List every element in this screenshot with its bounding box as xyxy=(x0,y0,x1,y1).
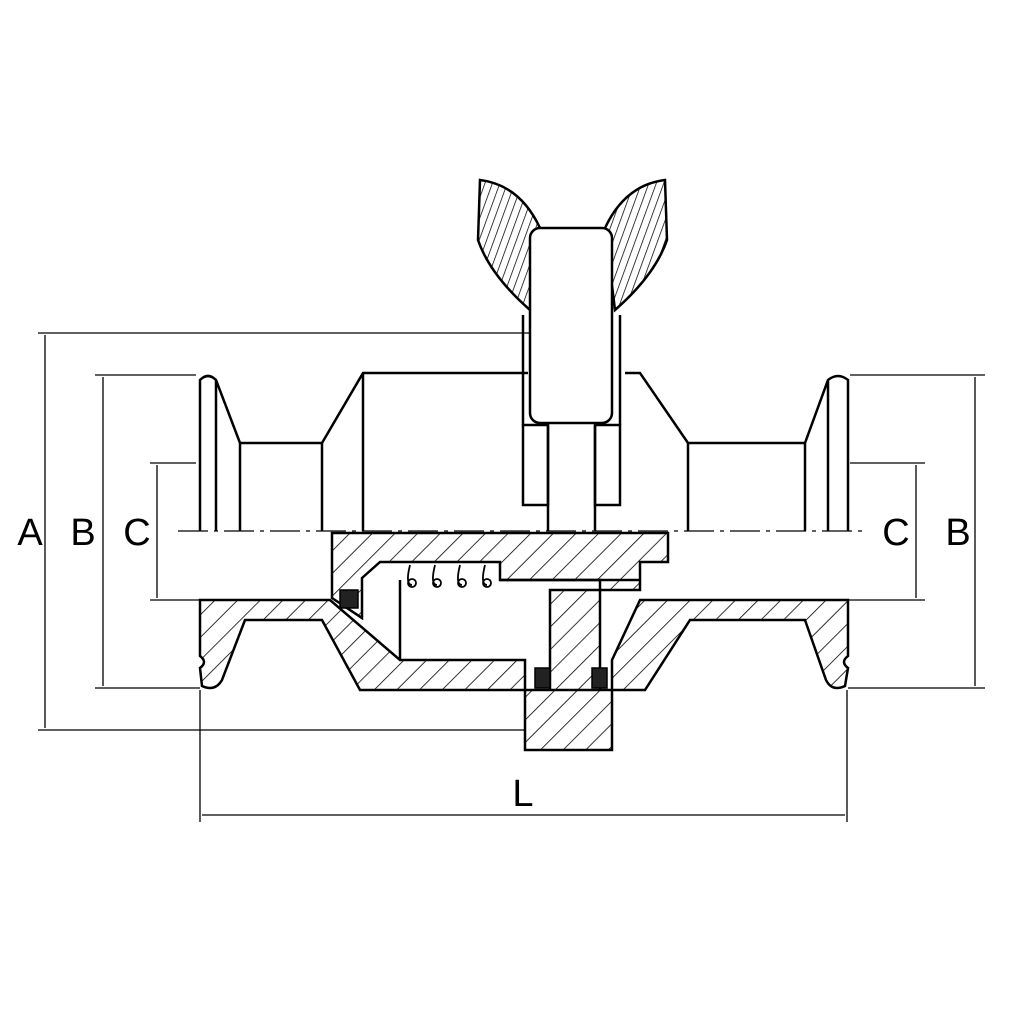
valve-body-lower-left xyxy=(198,598,527,692)
valve-body-upper xyxy=(198,371,850,531)
bore xyxy=(398,578,640,660)
bottom-cap xyxy=(523,688,614,752)
valve-body-lower-right xyxy=(610,598,850,692)
dimension-lines xyxy=(38,332,985,822)
wing-handle[interactable] xyxy=(476,178,669,531)
o-ring-left xyxy=(534,667,551,689)
piston xyxy=(330,531,670,621)
dimension-label-l: L xyxy=(512,773,533,815)
dimension-label-c-left: C xyxy=(123,512,150,554)
dimension-label-b-right: B xyxy=(945,512,970,554)
dimension-label-b-left: B xyxy=(70,512,95,554)
o-ring-right xyxy=(591,667,608,689)
spring xyxy=(407,564,492,588)
seal-ring xyxy=(339,589,359,609)
dimension-label-a: A xyxy=(17,512,43,554)
dimension-label-c-right: C xyxy=(882,512,909,554)
